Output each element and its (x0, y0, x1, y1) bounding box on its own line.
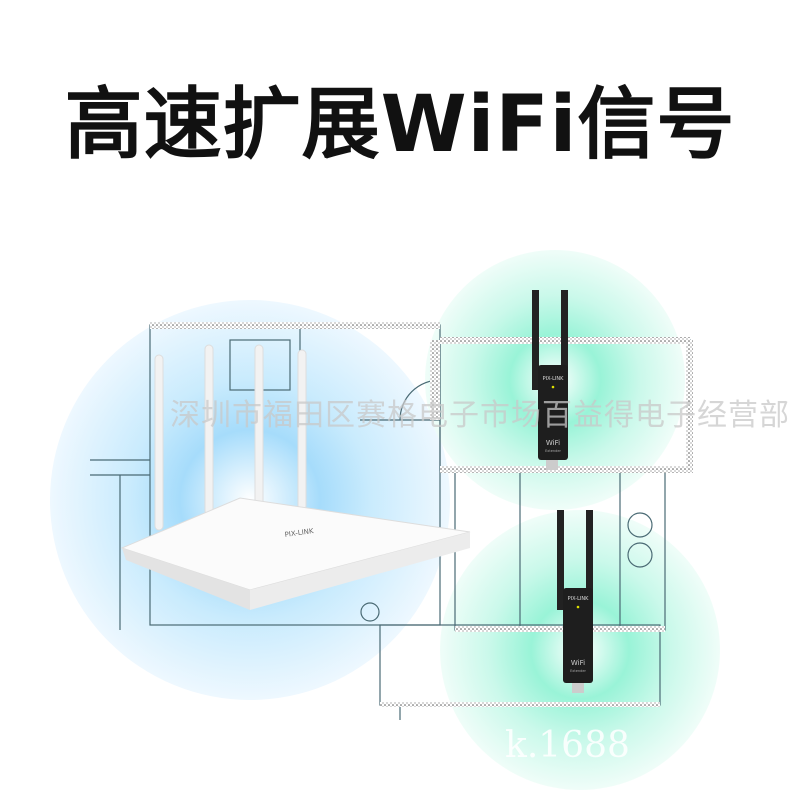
router: PIX-LINK (120, 344, 471, 610)
headline: 高速扩展WiFi信号 (64, 80, 736, 170)
svg-text:Extender: Extender (545, 449, 561, 453)
svg-text:PIX-LINK: PIX-LINK (568, 596, 589, 602)
watermark-partial: k.1688 (505, 725, 630, 766)
svg-text:Extender: Extender (570, 669, 586, 673)
svg-text:WiFi: WiFi (571, 659, 585, 667)
extender-2: PIX-LINK WiFi Extender (557, 510, 593, 693)
svg-text:PIX-LINK: PIX-LINK (543, 376, 564, 382)
watermark: 深圳市福田区赛格电子市场百益得电子经营部 (170, 398, 790, 433)
extender-1: PIX-LINK WiFi Extender (532, 290, 568, 470)
svg-text:WiFi: WiFi (546, 439, 560, 447)
